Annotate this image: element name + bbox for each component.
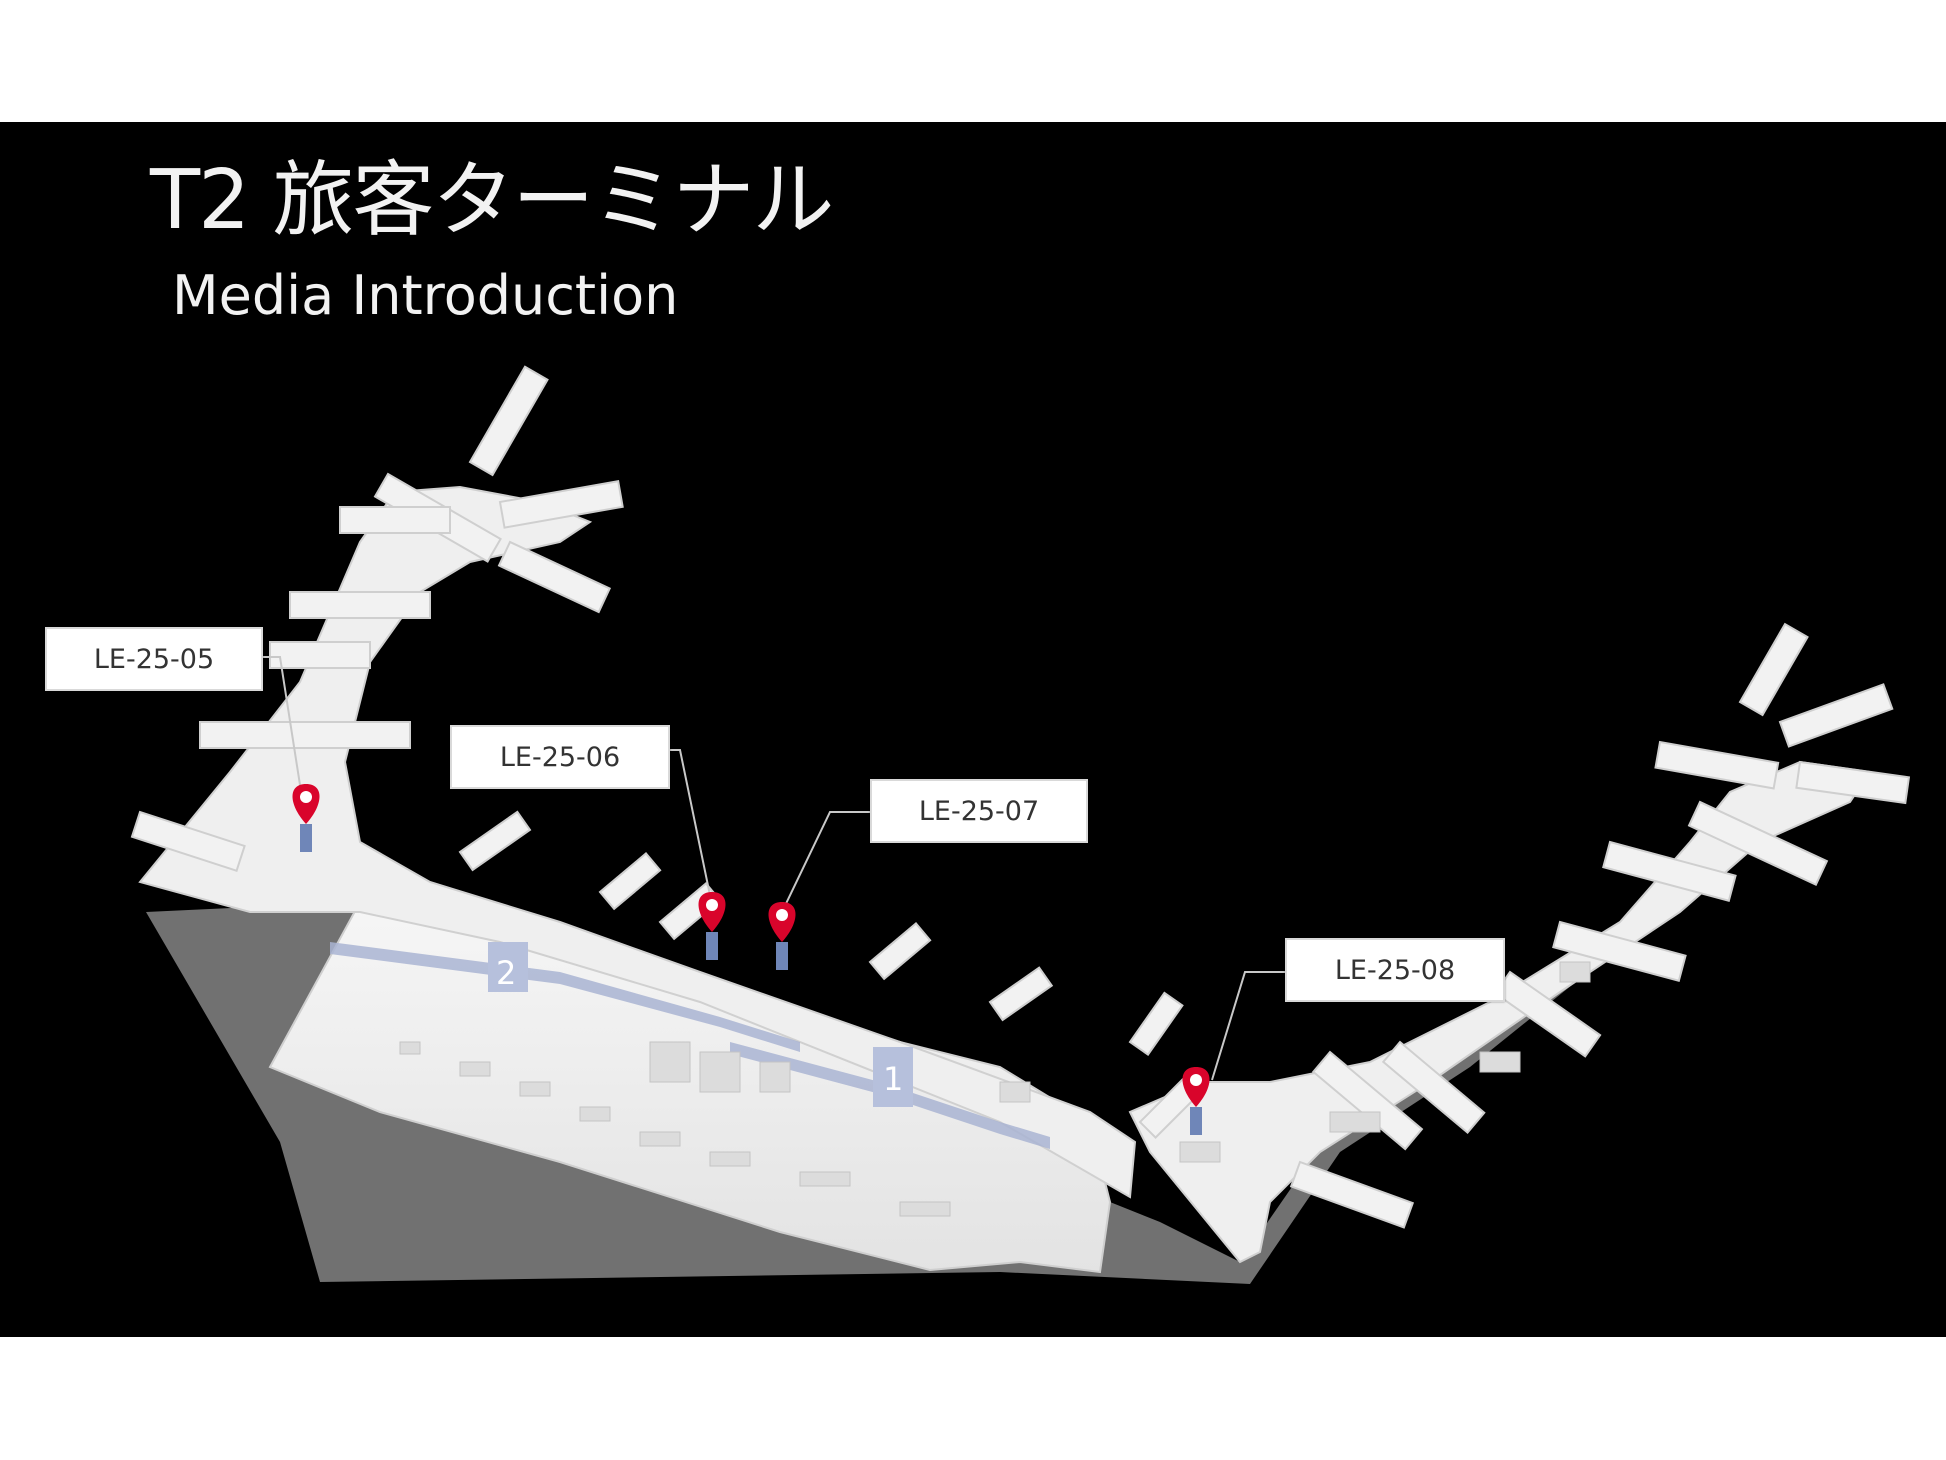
page-title: T2 旅客ターミナル — [150, 153, 834, 248]
callout-le-25-07[interactable]: LE-25-07 — [870, 779, 1088, 843]
map-pin-icon — [768, 902, 796, 942]
floor-1-label: 1 — [883, 1060, 903, 1098]
map-stage: 2 1 — [0, 122, 1946, 1337]
building-details — [399, 961, 1591, 1217]
callout-leader-lines — [260, 656, 1288, 1081]
map-pin-icon — [292, 784, 320, 824]
pin-base — [776, 942, 788, 970]
road-1-marker-bg — [873, 1047, 913, 1107]
map-pin-icon — [1182, 1067, 1210, 1107]
callout-le-25-05[interactable]: LE-25-05 — [45, 627, 263, 691]
road-2-marker-bg — [488, 942, 528, 992]
map-pin-icon — [698, 892, 726, 932]
landside-building — [268, 900, 1112, 1274]
callout-le-25-08[interactable]: LE-25-08 — [1285, 938, 1505, 1002]
pin-le-25-08[interactable] — [1182, 1067, 1210, 1135]
pin-le-25-06[interactable] — [698, 892, 726, 960]
terminal-map: 2 1 — [130, 365, 1911, 1284]
pin-base — [706, 932, 718, 960]
callout-le-25-06[interactable]: LE-25-06 — [450, 725, 670, 789]
road-level-2 — [330, 942, 800, 1052]
east-pier-fingers — [1138, 622, 1911, 1229]
pin-base — [1190, 1107, 1202, 1135]
west-pier-fingers — [130, 365, 1184, 1057]
pin-le-25-07[interactable] — [768, 902, 796, 970]
floor-2-label: 2 — [496, 954, 516, 992]
page-subtitle: Media Introduction — [172, 264, 679, 327]
pin-base — [300, 824, 312, 852]
pin-le-25-05[interactable] — [292, 784, 320, 852]
